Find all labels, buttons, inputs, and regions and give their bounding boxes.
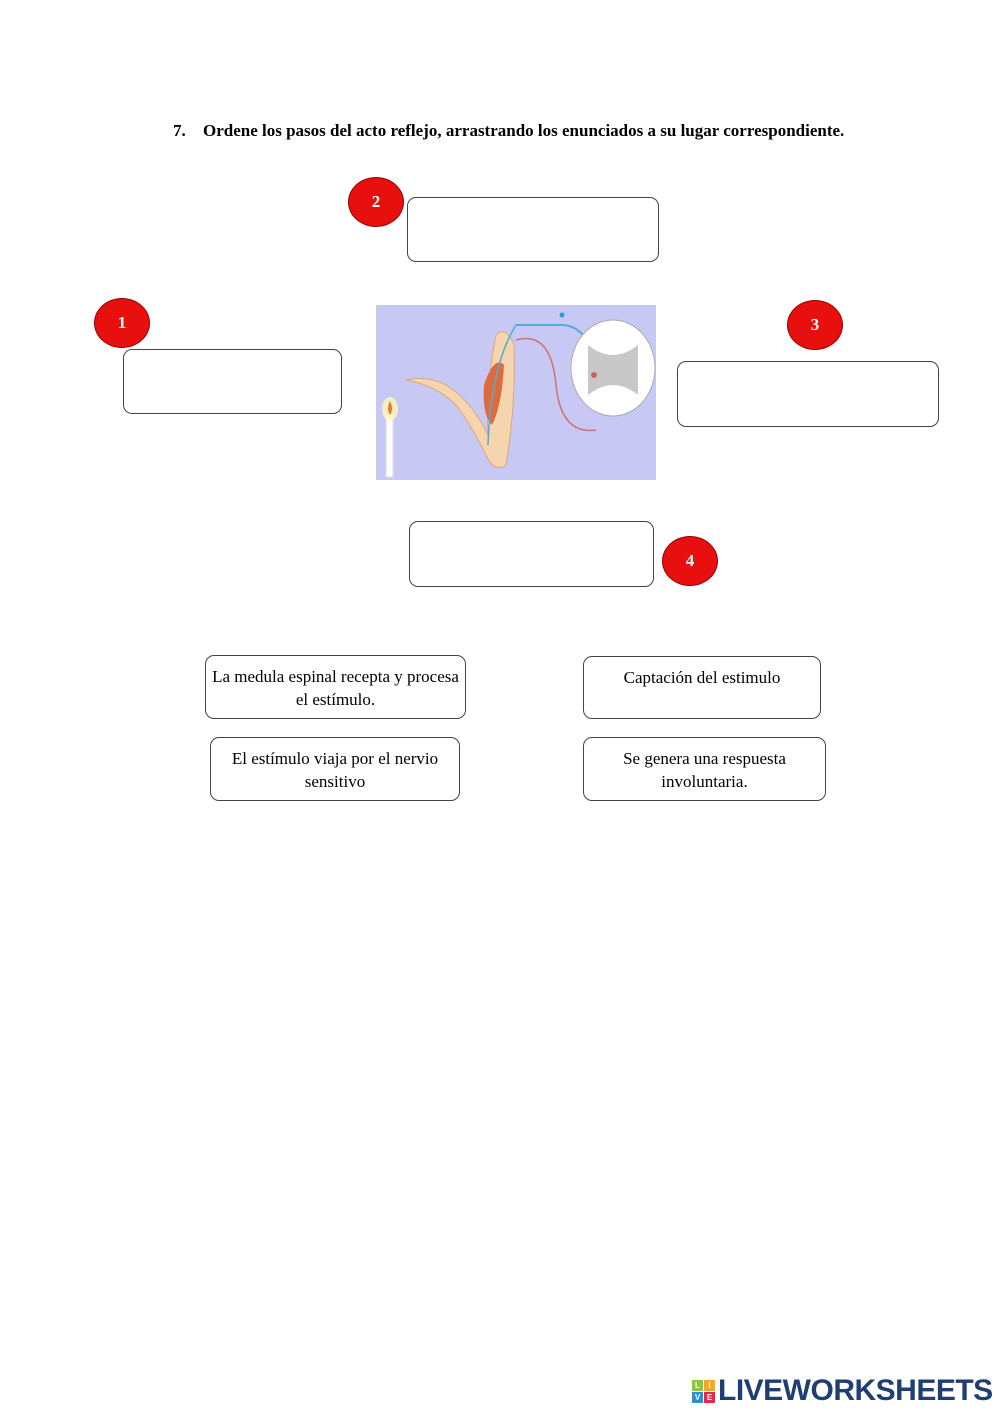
option-card-medula[interactable]: La medula espinal recepta y procesa el e…: [205, 655, 466, 719]
option-card-nervio-sensitivo[interactable]: El estímulo viaja por el nervio sensitiv…: [210, 737, 460, 801]
drop-zone-4[interactable]: [409, 521, 654, 587]
logo-letter: I: [704, 1379, 715, 1391]
step-marker-3: 3: [787, 300, 843, 350]
question-number: 7.: [173, 121, 186, 140]
option-card-respuesta[interactable]: Se genera una respuesta involuntaria.: [583, 737, 826, 801]
drop-zone-3[interactable]: [677, 361, 939, 427]
logo-text: LIVEWORKSHEETS: [718, 1374, 993, 1407]
logo-letter: L: [692, 1379, 703, 1391]
logo-squares-icon: L I V E: [692, 1379, 715, 1403]
question-text: Ordene los pasos del acto reflejo, arras…: [203, 121, 845, 140]
drop-zone-1[interactable]: [123, 349, 342, 414]
option-card-captacion[interactable]: Captación del estimulo: [583, 656, 821, 719]
logo-letter: V: [692, 1391, 703, 1403]
reflex-arc-illustration: [376, 305, 656, 480]
question: 7. Ordene los pasos del acto reflejo, ar…: [173, 120, 857, 142]
liveworksheets-logo: L I V E LIVEWORKSHEETS: [692, 1374, 993, 1408]
drop-zone-2[interactable]: [407, 197, 659, 262]
step-marker-1: 1: [94, 298, 150, 348]
logo-letter: E: [704, 1391, 715, 1403]
step-marker-4: 4: [662, 536, 718, 586]
step-marker-2: 2: [348, 177, 404, 227]
